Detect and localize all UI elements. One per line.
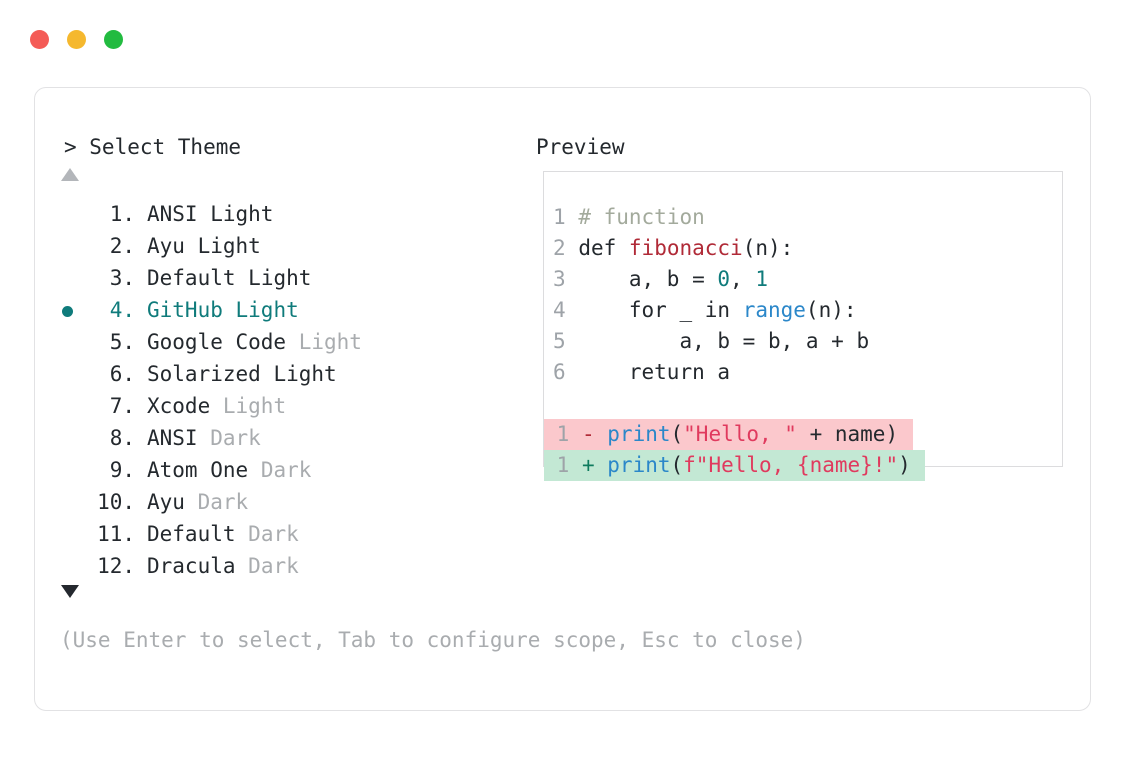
theme-item-name: Google Code [147, 330, 287, 354]
theme-list-item[interactable]: 10. Ayu Dark [35, 486, 505, 518]
theme-list-item[interactable]: 9. Atom One Dark [35, 454, 505, 486]
diff-line-content: 1 - print("Hello, " + name) [544, 419, 913, 450]
theme-item-name: ANSI [147, 426, 198, 450]
theme-list-item[interactable]: 6. Solarized Light [35, 358, 505, 390]
theme-list-item[interactable]: 2. Ayu Light [35, 230, 505, 262]
theme-item-label: Dracula Dark [147, 550, 299, 582]
theme-item-variant: Light [210, 202, 274, 226]
theme-list-item[interactable]: 5. Google Code Light [35, 326, 505, 358]
select-theme-prompt-label: > Select Theme [64, 135, 242, 159]
theme-item-name: Ayu [147, 234, 185, 258]
scroll-down-arrow-icon[interactable] [61, 585, 79, 598]
line-number: 1 [556, 453, 570, 477]
theme-item-name: Default [147, 522, 236, 546]
theme-item-label: Ayu Dark [147, 486, 248, 518]
line-number: 1 [553, 205, 566, 229]
keyboard-help-text: (Use Enter to select, Tab to configure s… [60, 628, 806, 652]
theme-item-label: Solarized Light [147, 358, 337, 390]
line-number: 5 [553, 329, 566, 353]
theme-item-variant: Light [197, 234, 261, 258]
theme-item-variant: Light [248, 266, 312, 290]
diff-line-deletion: 1 - print("Hello, " + name) [544, 419, 1062, 450]
code-preview-box: 1 # function 2 def fibonacci(n): 3 a, b = … [543, 171, 1063, 481]
line-number: 4 [553, 298, 566, 322]
window-close-button[interactable] [30, 30, 49, 49]
theme-item-variant: Dark [248, 522, 299, 546]
theme-item-variant: Dark [248, 554, 299, 578]
theme-item-label: GitHub Light [147, 294, 299, 326]
theme-list-item[interactable]: 8. ANSI Dark [35, 422, 505, 454]
theme-item-label: Xcode Light [147, 390, 286, 422]
theme-item-name: Atom One [147, 458, 249, 482]
theme-item-name: Xcode [147, 394, 211, 418]
code-line: 3 a, b = 0, 1 [553, 267, 768, 291]
theme-picker-card: > Select Theme Preview 1. ANSI Light 2. Ayu… [34, 87, 1091, 711]
theme-item-label: Default Dark [147, 518, 299, 550]
theme-item-name: Default [147, 266, 236, 290]
theme-item-label: Atom One Dark [147, 454, 311, 486]
diff-marker: - [581, 422, 595, 446]
theme-item-variant: Dark [260, 458, 312, 482]
theme-item-number: 9. [109, 458, 135, 482]
theme-item-number: 12. [97, 554, 135, 578]
theme-list-item[interactable]: 3. Default Light [35, 262, 505, 294]
code-line: 1 # function [553, 205, 705, 229]
preview-panel-label: Preview [536, 135, 625, 159]
theme-item-number: 7. [109, 394, 135, 418]
theme-list-item[interactable]: 11. Default Dark [35, 518, 505, 550]
window-maximize-button[interactable] [104, 30, 123, 49]
code-line: 4 for _ in range(n): [553, 298, 857, 322]
theme-item-name: Ayu [147, 490, 185, 514]
code-line: 2 def fibonacci(n): [553, 236, 794, 260]
line-number: 3 [553, 267, 566, 291]
theme-item-number: 2. [109, 234, 135, 258]
theme-item-name: ANSI [147, 202, 198, 226]
theme-item-number: 8. [109, 426, 135, 450]
theme-item-number: 6. [109, 362, 135, 386]
theme-item-number: 10. [97, 490, 135, 514]
theme-item-label: ANSI Light [147, 198, 273, 230]
code-line: 5 a, b = b, a + b [553, 329, 870, 353]
scroll-up-arrow-icon[interactable] [61, 168, 79, 181]
theme-list-item[interactable]: 7. Xcode Light [35, 390, 505, 422]
diff-line-addition: 1 + print(f"Hello, {name}!") [544, 450, 1062, 481]
theme-item-number: 5. [109, 330, 135, 354]
theme-item-name: Solarized [147, 362, 261, 386]
code-line: 6 return a [553, 360, 731, 384]
theme-item-variant: Dark [197, 490, 249, 514]
theme-item-variant: Light [273, 362, 337, 386]
theme-item-number: 11. [97, 522, 135, 546]
code-blank-line [544, 388, 1062, 419]
theme-item-variant: Dark [210, 426, 261, 450]
theme-item-number: 1. [109, 202, 135, 226]
selected-bullet-icon [62, 306, 73, 317]
theme-item-label: Default Light [147, 262, 311, 294]
line-number: 2 [553, 236, 566, 260]
theme-item-name: Dracula [147, 554, 236, 578]
theme-item-label: Ayu Light [147, 230, 261, 262]
code-preview-content: 1 # function 2 def fibonacci(n): 3 a, b = … [544, 202, 1062, 481]
theme-item-variant: Light [222, 394, 287, 418]
diff-line-content: 1 + print(f"Hello, {name}!") [544, 450, 926, 481]
diff-marker: + [581, 453, 595, 477]
theme-item-number: 4. [109, 298, 135, 322]
window-minimize-button[interactable] [67, 30, 86, 49]
theme-item-variant: Light [298, 330, 362, 354]
line-number: 6 [553, 360, 566, 384]
theme-item-label: Google Code Light [147, 326, 362, 358]
theme-list-item[interactable]: 4. GitHub Light [35, 294, 505, 326]
window-titlebar [30, 30, 123, 49]
theme-list-item[interactable]: 1. ANSI Light [35, 198, 505, 230]
theme-item-name: GitHub [147, 298, 223, 322]
line-number: 1 [556, 422, 570, 446]
theme-list-item[interactable]: 12. Dracula Dark [35, 550, 505, 582]
theme-item-label: ANSI Dark [147, 422, 261, 454]
theme-item-number: 3. [109, 266, 135, 290]
theme-item-variant: Light [235, 298, 299, 322]
